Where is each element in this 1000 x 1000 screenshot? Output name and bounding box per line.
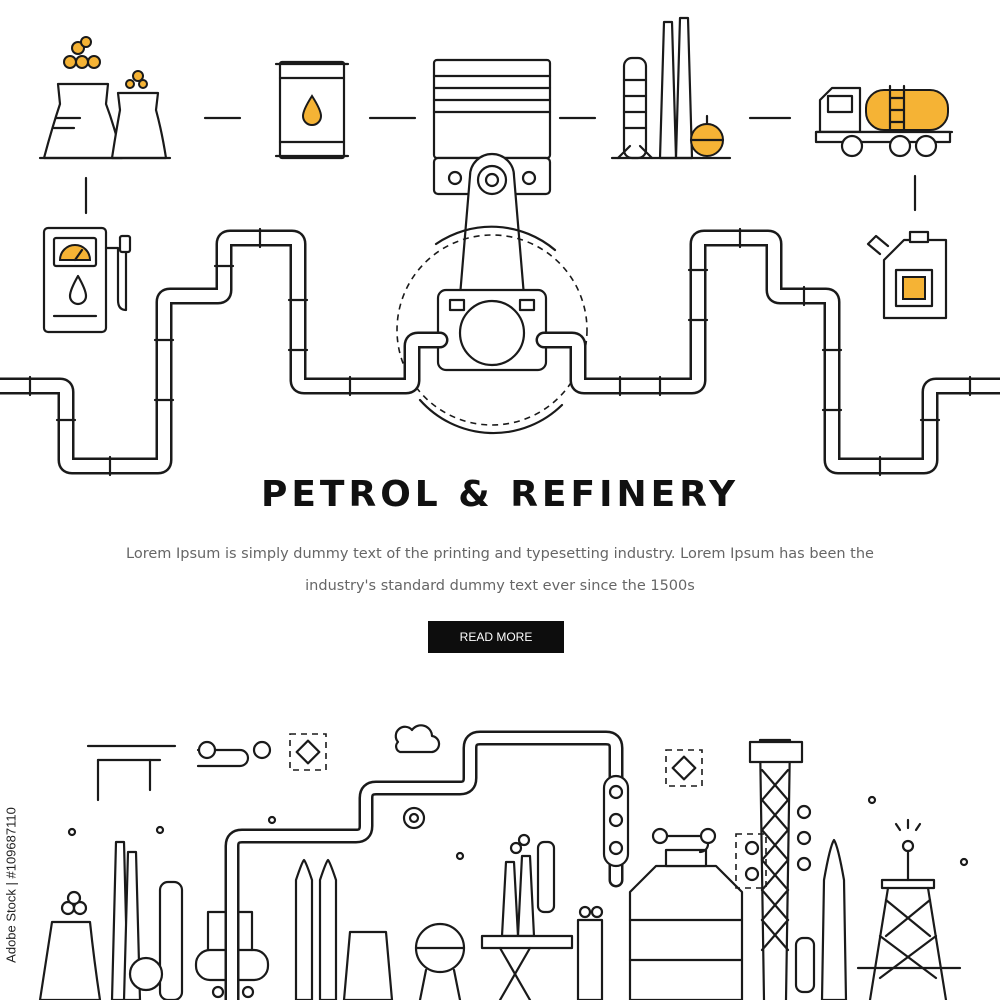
- oil-barrel-icon: [274, 60, 350, 160]
- cooling-towers-icon: [38, 36, 172, 160]
- description-text: Lorem Ipsum is simply dummy text of the …: [126, 546, 874, 594]
- jerrycan-icon: [866, 230, 948, 320]
- icon-connectors: [84, 116, 917, 215]
- fuel-pump-icon: [42, 226, 132, 334]
- page-title: PETROL & REFINERY: [260, 474, 740, 515]
- tanker-truck-icon: [814, 84, 954, 158]
- engine-piston-icon: [396, 58, 588, 435]
- industrial-skyline: [38, 724, 969, 1000]
- stock-credit-text: Adobe Stock | #109687110: [3, 807, 19, 963]
- refinery-columns-icon: [610, 16, 732, 160]
- stock-credit-label: Adobe Stock | #109687110: [2, 770, 20, 1000]
- read-more-button[interactable]: READ MORE: [428, 621, 564, 653]
- pipeline-icon: [0, 227, 1000, 477]
